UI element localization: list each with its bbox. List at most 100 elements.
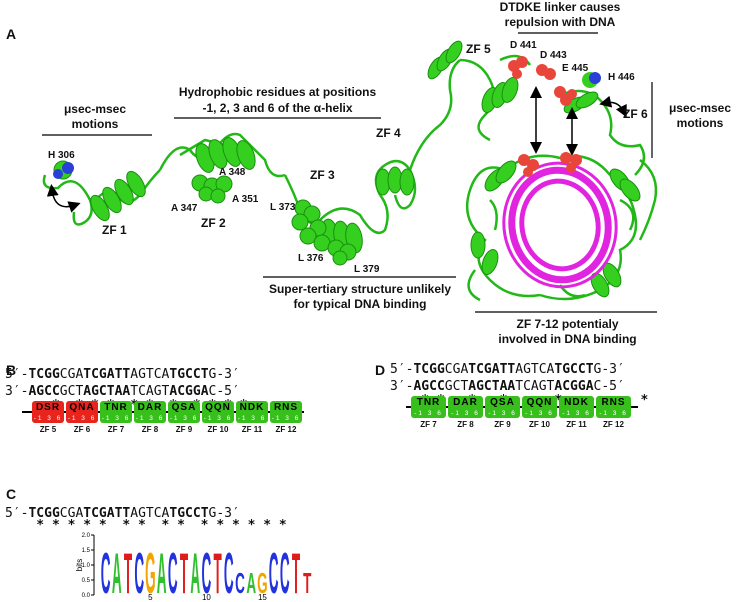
zf-box: TNR -1 3 6	[100, 401, 132, 423]
logo-letter: T	[303, 567, 311, 599]
zf-box-residues: DAR	[453, 397, 478, 408]
super-tertiary-label: Super-tertiary structure unlikely for ty…	[268, 282, 452, 311]
zf712-helices	[470, 160, 641, 298]
logo-letter: C	[168, 541, 178, 602]
zf6-label: ZF 6	[623, 107, 648, 121]
seq-d-bottom: 3′-AGCCGCTAGCTAATCAGTACGGAC-5′	[390, 379, 625, 394]
zf2-spheres	[191, 174, 233, 204]
zf4-linker-helix	[427, 40, 463, 80]
zf-box: QQN-1 3 6	[202, 401, 234, 423]
logo-letter: C	[134, 541, 144, 602]
logo-y-tick-label: 0.0	[82, 593, 91, 599]
zf-box-residues: QQN	[526, 397, 553, 408]
zf-box-positions: -1 3 6	[237, 415, 267, 422]
zf-box: QSA -1 3 6	[485, 396, 520, 418]
zf-box-name: ZF 10	[207, 425, 229, 434]
zf5-label: ZF 5	[466, 42, 491, 56]
zf-box: DAR-1 3 6	[448, 396, 483, 418]
logo-letter: C	[224, 541, 234, 602]
h306-sphere	[53, 160, 74, 180]
zf-box-name: ZF 9	[494, 420, 511, 429]
zf-box-positions: -1 3 6	[525, 410, 554, 417]
logo-letter: T	[213, 541, 221, 602]
zf-box-positions: -1 3 6	[562, 410, 591, 417]
zf-box-residues: NDK	[564, 397, 589, 408]
zf-box-positions: -1 3 6	[67, 415, 97, 422]
zf-box-positions: -1 3 6	[414, 410, 443, 417]
logo-letter: T	[124, 541, 132, 602]
zf-box: NDK -1 3 6	[559, 396, 594, 418]
logo-letter: T	[180, 541, 188, 602]
zf-box-positions: -1 3 6	[488, 410, 517, 417]
logo-letter: C	[269, 541, 279, 602]
zf-box-positions: -1 3 6	[169, 415, 199, 422]
linker-spheres	[508, 56, 601, 106]
zf3-label: ZF 3	[310, 168, 335, 182]
zf-box: DAR -1 3 6	[134, 401, 166, 423]
logo-letter: C	[280, 541, 290, 602]
zf-box-name: ZF 6	[73, 425, 91, 434]
panel-letter-c: C	[6, 486, 17, 502]
zf-box: RNS -1 3 6	[270, 401, 302, 423]
zf3-spheres	[291, 199, 357, 266]
zf-box-name: ZF 8	[141, 425, 159, 434]
logo-letter: A	[112, 541, 122, 602]
zf-box-residues: TNR	[104, 402, 128, 413]
zf1-label: ZF 1	[102, 223, 127, 237]
logo-letter: G	[145, 541, 156, 602]
seq-c-top: 5′-TCGGCGATCGATTAGTCATGCCTG-3′	[5, 506, 240, 521]
logo-y-tick-label: 0.5	[82, 578, 91, 584]
logo-letter: T	[292, 541, 300, 602]
logo-x-tick-label: 15	[258, 593, 267, 602]
residue-a347: A 347	[171, 203, 198, 214]
zf-box-name: ZF 8	[457, 420, 474, 429]
logo-letter: C	[101, 541, 111, 602]
zf712-label: ZF 7-12 potentialy involved in DNA bindi…	[498, 317, 637, 346]
residue-d443: D 443	[540, 50, 567, 61]
zf-box-positions: -1 3 6	[135, 415, 165, 422]
zf-box-residues: DSR	[35, 402, 61, 413]
zf-box-residues: QNA	[69, 402, 95, 413]
logo-letter: G	[257, 567, 268, 599]
zf-box: RNS-1 3 6	[596, 396, 631, 418]
zf2-label: ZF 2	[201, 216, 226, 230]
zf-box-name: ZF 11	[566, 420, 587, 429]
residue-l373: L 373	[270, 202, 296, 213]
zf-box-positions: -1 3 6	[271, 415, 301, 422]
zf4-helix	[375, 166, 415, 196]
zf-box: QNA -1 3 6	[66, 401, 98, 423]
zf-box-residues: NDK	[239, 402, 265, 413]
dna-helix	[502, 161, 618, 289]
logo-x-tick-label: 10	[202, 593, 211, 602]
zf-box: QSA -1 3 6	[168, 401, 200, 423]
dna-contact-spheres	[518, 152, 582, 177]
zf-box: NDK -1 3 6	[236, 401, 268, 423]
seq-b-bottom: 3′-AGCCGCTAGCTAATCAGTACGGAC-5′	[5, 384, 240, 399]
zf-box-positions: -1 3 6	[203, 415, 233, 422]
logo-letter: C	[202, 541, 212, 602]
zf-box-residues: DAR	[137, 402, 163, 413]
residue-h446: H 446	[608, 72, 635, 83]
logo-x-tick-label: 5	[148, 593, 153, 602]
zf-box-residues: QSA	[490, 397, 515, 408]
logo-y-label: bits	[75, 559, 84, 571]
zf-box-name: ZF 7	[107, 425, 125, 434]
residue-a351: A 351	[232, 194, 259, 205]
zf-box-residues: QSA	[171, 402, 197, 413]
residue-e445: E 445	[562, 63, 589, 74]
zf-box-name: ZF 12	[603, 420, 624, 429]
usec-left-label: μsec-msec motions	[63, 102, 127, 131]
zf-box-positions: -1 3 6	[101, 415, 131, 422]
zf1-helix	[90, 170, 146, 222]
seq-b-top: 5′-TCGGCGATCGATTAGTCATGCCTG-3′	[5, 367, 240, 382]
residue-d441: D 441	[510, 40, 537, 51]
seq-d-top: 5′-TCGGCGATCGATTAGTCATGCCTG-3′	[390, 362, 625, 377]
logo-letter: A	[190, 541, 200, 602]
panel-letter-d: D	[375, 362, 386, 378]
zf-box-residues: RNS	[273, 402, 299, 413]
zf2-helix	[195, 137, 256, 173]
panel-letter-b: B	[6, 362, 17, 378]
usec-right-label: μsec-msec motions	[668, 101, 732, 130]
zf-box-residues: TNR	[416, 397, 441, 408]
